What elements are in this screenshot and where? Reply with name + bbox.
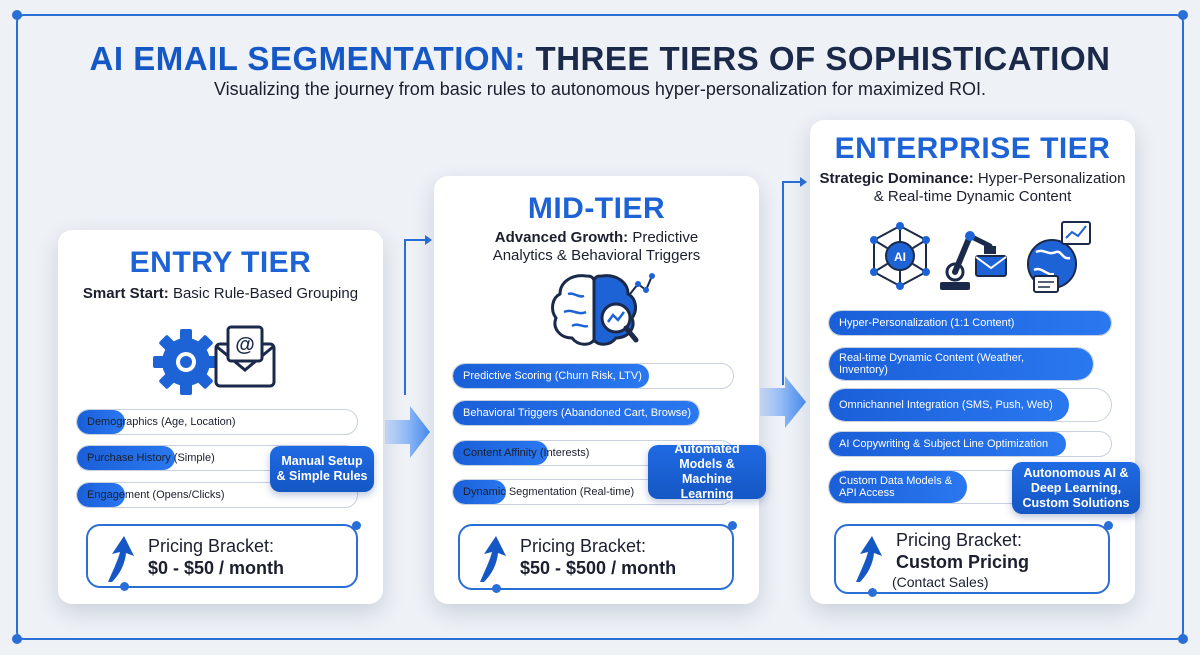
feature-fill — [829, 432, 1066, 456]
title-part2: THREE TIERS OF SOPHISTICATION — [535, 40, 1111, 77]
pricing-corner-dot — [120, 582, 129, 591]
gear-icon: @ — [153, 325, 276, 395]
feature-label: Real-time Dynamic Content (Weather, Inve… — [839, 352, 1025, 376]
tier-title: ENTRY TIER — [129, 246, 312, 279]
feature-fill — [829, 389, 1069, 421]
title-part1: AI EMAIL SEGMENTATION: — [89, 40, 526, 77]
ai-network-icon: AI — [870, 222, 930, 290]
feature-pill: Hyper-Personalization (1:1 Content) — [828, 310, 1112, 336]
feature-pill: Engagement (Opens/Clicks) — [76, 482, 358, 508]
tier-title: ENTERPRISE TIER — [834, 132, 1111, 165]
flow-arrow-2 — [760, 376, 806, 428]
feature-fill — [829, 311, 1111, 335]
pricing-corner-dot — [1104, 521, 1113, 530]
tier-callout: Autonomous AI & Deep Learning, Custom So… — [1012, 462, 1140, 514]
feature-pill: Behavioral Triggers (Abandoned Cart, Bro… — [452, 400, 700, 426]
pricing-box: Pricing Bracket: $50 - $500 / month — [458, 521, 737, 593]
feature-pill: Omnichannel Integration (SMS, Push, Web) — [828, 388, 1112, 422]
feature-label: Content Affinity (Interests) — [463, 447, 590, 459]
growth-arrow-icon — [856, 536, 882, 582]
pricing-value: Custom Pricing — [896, 552, 1030, 572]
feature-label: AI Copywriting & Subject Line Optimizati… — [839, 438, 1049, 450]
connector-line-2 — [782, 181, 800, 385]
feature-fill — [77, 410, 125, 434]
enterprise-tier-card: ENTERPRISE TIER Strategic Dominance: Hyp… — [810, 120, 1140, 604]
growth-arrow-icon — [480, 536, 506, 582]
growth-arrow-icon — [108, 536, 134, 582]
tier-tagline: Advanced Growth: Predictive Analytics & … — [434, 229, 759, 265]
pricing-label: Pricing Bracket: — [520, 536, 647, 556]
feature-label: Omnichannel Integration (SMS, Push, Web) — [839, 399, 1053, 411]
flow-arrow-1 — [385, 406, 430, 458]
tagline-bold: Advanced Growth: — [494, 229, 629, 246]
tier-tagline: Smart Start: Basic Rule-Based Grouping — [58, 285, 383, 303]
feature-label: Demographics (Age, Location) — [87, 416, 236, 428]
feature-label: Engagement (Opens/Clicks) — [87, 489, 225, 501]
tagline-rest: Basic Rule-Based Grouping — [172, 285, 359, 302]
feature-pill: Real-time Dynamic Content (Weather, Inve… — [828, 347, 1094, 381]
pricing-box: Pricing Bracket: $0 - $50 / month — [86, 521, 361, 591]
feature-label: Dynamic Segmentation (Real-time) — [463, 486, 635, 498]
pricing-box: Pricing Bracket: Custom Pricing (Contact… — [834, 521, 1113, 597]
feature-fill — [453, 364, 649, 388]
feature-label: Behavioral Triggers (Abandoned Cart, Bro… — [463, 407, 692, 419]
svg-text:AI: AI — [894, 250, 906, 264]
tagline-bold: Smart Start: — [82, 285, 169, 302]
feature-pill: AI Copywriting & Subject Line Optimizati… — [828, 431, 1112, 457]
connector-arrowhead-2 — [800, 177, 807, 187]
pricing-label: Pricing Bracket: — [896, 530, 1023, 550]
feature-fill — [829, 471, 968, 503]
page-subtitle: Visualizing the journey from basic rules… — [213, 79, 987, 99]
feature-pill: Predictive Scoring (Churn Risk, LTV) — [452, 363, 734, 389]
pricing-value: $0 - $50 / month — [148, 558, 285, 578]
pricing-corner-dot — [728, 521, 737, 530]
feature-label: Predictive Scoring (Churn Risk, LTV) — [463, 370, 642, 382]
feature-fill — [77, 446, 175, 470]
tier-callout: Automated Models & Machine Learning — [648, 442, 766, 501]
email-icon: @ — [214, 325, 276, 388]
feature-fill — [829, 348, 1093, 380]
pricing-corner-dot — [492, 584, 501, 593]
feature-fill — [453, 401, 699, 425]
feature-fill — [453, 480, 507, 504]
feature-fill — [453, 441, 549, 465]
brain-analytics-icon — [551, 273, 655, 346]
tier-title: MID-TIER — [527, 192, 666, 225]
robot-arm-icon — [940, 231, 1007, 290]
tier-tagline: Strategic Dominance: Hyper-Personalizati… — [810, 170, 1135, 206]
tagline-rest: Predictive Analytics & Behavioral Trigge… — [492, 229, 701, 264]
tagline-rest: Hyper-Personalization & Real-time Dynami… — [873, 170, 1126, 205]
pricing-note: (Contact Sales) — [892, 574, 989, 590]
feature-label: Custom Data Models & API Access — [839, 475, 953, 499]
globe-icon — [1027, 221, 1091, 293]
feature-pill: Demographics (Age, Location) — [76, 409, 358, 435]
pricing-corner-dot — [868, 588, 877, 597]
pricing-value: $50 - $500 / month — [520, 558, 677, 578]
connector-line-1 — [404, 239, 425, 395]
page-title: AI EMAIL SEGMENTATION: THREE TIERS OF SO… — [0, 40, 1200, 78]
enterprise-icons: AI — [870, 221, 1091, 293]
entry-tier-card: ENTRY TIER Smart Start: Basic Rule-Based… — [58, 230, 383, 604]
feature-label: Hyper-Personalization (1:1 Content) — [839, 317, 1015, 329]
pricing-label: Pricing Bracket: — [148, 536, 275, 556]
feature-fill — [77, 483, 125, 507]
connector-arrowhead-1 — [425, 235, 432, 245]
mid-tier-card: MID-TIER Advanced Growth: Predictive Ana… — [434, 176, 766, 604]
svg-text:@: @ — [235, 334, 255, 356]
tier-callout: Manual Setup & Simple Rules — [270, 446, 374, 492]
tagline-bold: Strategic Dominance: — [819, 170, 974, 187]
feature-label: Purchase History (Simple) — [87, 452, 215, 464]
pricing-corner-dot — [352, 521, 361, 530]
